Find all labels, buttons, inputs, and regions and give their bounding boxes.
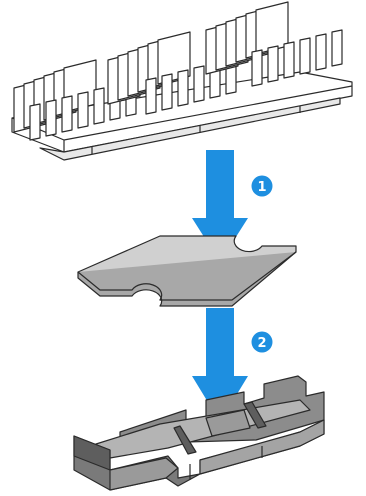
step-badge-2: 2: [252, 332, 273, 353]
step-number-2: 2: [257, 336, 266, 351]
step-number-1: 1: [257, 180, 266, 195]
thermal-pad-icon: [78, 236, 296, 306]
bracket-icon: [74, 376, 324, 490]
heatsink-icon: [12, 2, 352, 160]
step-badge-1: 1: [252, 176, 273, 197]
